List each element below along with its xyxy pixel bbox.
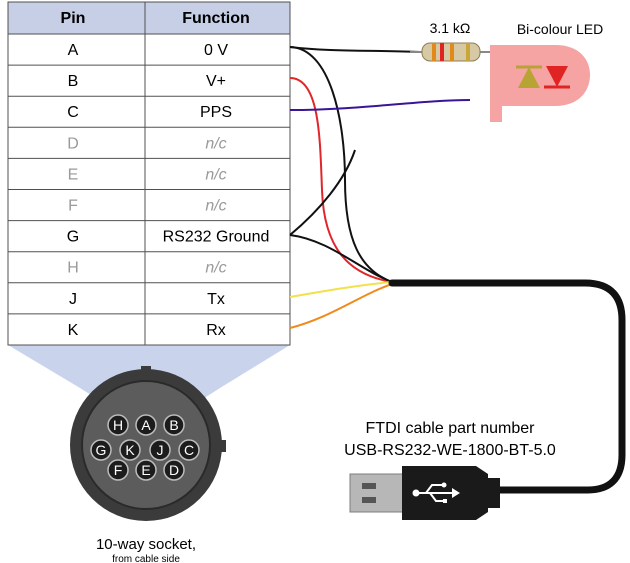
socket-pin-c: C <box>178 439 200 461</box>
led-body <box>490 45 590 106</box>
function-column-header: Function <box>182 10 250 27</box>
socket-caption-sub: from cable side <box>112 554 180 563</box>
socket-pin-label: E <box>141 462 150 478</box>
usb-icon <box>412 482 460 503</box>
pin-cell: E <box>68 166 79 183</box>
function-cell: V+ <box>206 73 226 90</box>
pin-cell: H <box>67 260 79 277</box>
socket-pin-label: F <box>114 462 123 478</box>
table-row: A 0 V <box>8 33 290 59</box>
socket-pin-h: H <box>107 414 129 436</box>
socket-pin-j: J <box>149 439 171 461</box>
function-cell: n/c <box>205 135 226 152</box>
table-row: G RS232 Ground <box>8 220 290 246</box>
function-cell: n/c <box>205 198 226 215</box>
socket-pin-label: K <box>125 442 135 458</box>
wires <box>289 46 626 494</box>
socket-pin-a: A <box>135 414 157 436</box>
pin-cell: A <box>68 42 79 59</box>
wire-ground-2 <box>289 149 356 236</box>
usb-plug <box>349 466 500 520</box>
pin-cell: D <box>67 135 79 152</box>
bicolour-led: Bi-colour LED <box>490 21 603 122</box>
socket-pin-label: A <box>141 417 151 433</box>
pin-column-header: Pin <box>61 10 86 27</box>
function-cell: n/c <box>205 260 226 277</box>
function-cell: 0 V <box>204 42 228 59</box>
socket-pin-label: C <box>184 442 194 458</box>
socket-pin-k: K <box>119 439 141 461</box>
socket-pin-label: H <box>113 417 123 433</box>
socket-pin-label: J <box>157 442 164 458</box>
resistor-icon <box>421 42 481 62</box>
resistor: 3.1 kΩ <box>410 20 495 62</box>
socket-pin-b: B <box>163 414 185 436</box>
wire-led-return <box>289 46 393 283</box>
table-row: J Tx <box>8 282 290 308</box>
table-row: K Rx <box>8 313 290 339</box>
wire-pps-purple <box>289 99 471 111</box>
function-cell: n/c <box>205 166 226 183</box>
pin-cell: K <box>68 322 79 339</box>
table-row: B V+ <box>8 64 290 90</box>
wire-ground-1 <box>289 234 393 283</box>
pin-cell: G <box>67 229 79 246</box>
function-cell: RS232 Ground <box>163 229 270 246</box>
function-cell: PPS <box>200 104 232 121</box>
socket-pin-label: B <box>169 417 178 433</box>
socket-pin-f: F <box>107 459 129 481</box>
function-cell: Rx <box>206 322 226 339</box>
led-label: Bi-colour LED <box>517 21 603 37</box>
wire-rx-orange <box>289 283 393 329</box>
led-diode-icon <box>516 65 570 89</box>
wire-tx-yellow <box>289 281 393 298</box>
pin-cell: F <box>68 198 78 215</box>
socket-10-way: H A B G K J C F E D <box>70 366 226 521</box>
socket-pin-label: G <box>96 442 107 458</box>
function-cell: Tx <box>207 291 225 308</box>
socket-pin-e: E <box>135 459 157 481</box>
table-row: C PPS <box>8 95 290 121</box>
socket-pin-d: D <box>163 459 185 481</box>
ftdi-cable <box>388 279 626 494</box>
socket-caption: 10-way socket, <box>96 536 196 553</box>
cable-label-part-number: USB-RS232-WE-1800-BT-5.0 <box>344 442 556 459</box>
wire-vplus-red <box>289 77 393 283</box>
wire-0v-to-resistor <box>289 46 421 53</box>
cable-label-line1: FTDI cable part number <box>366 420 536 437</box>
resistor-label: 3.1 kΩ <box>430 20 471 36</box>
pin-cell: J <box>69 291 77 308</box>
pin-cell: B <box>68 73 79 90</box>
pin-cell: C <box>67 104 79 121</box>
socket-pin-label: D <box>169 462 179 478</box>
socket-pin-g: G <box>90 439 112 461</box>
